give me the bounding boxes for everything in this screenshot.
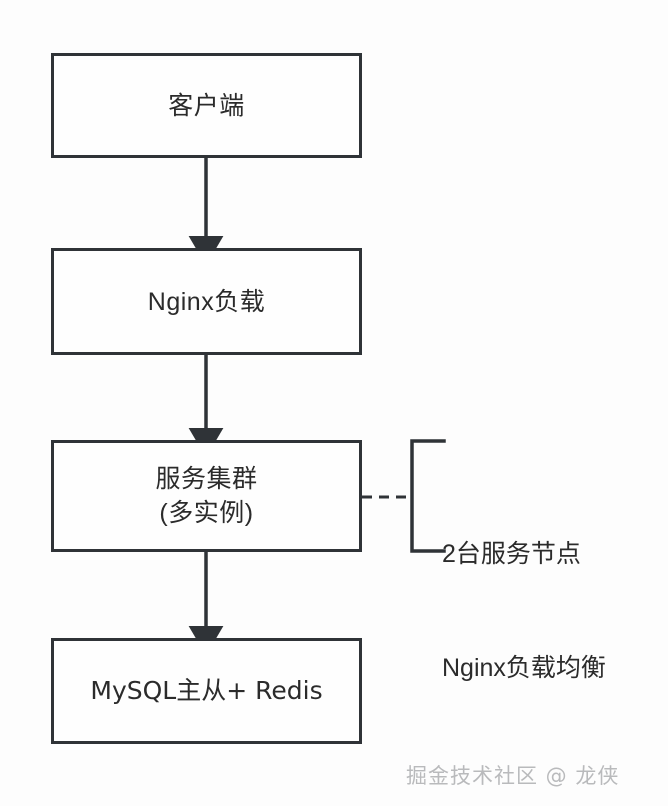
node-nginx-label: Nginx负载 <box>147 287 266 316</box>
node-service-cluster[interactable]: 服务集群 (多实例) <box>51 440 362 552</box>
node-service-cluster-label-line2: (多实例) <box>159 499 254 527</box>
node-database[interactable]: MySQL主从+ Redis <box>51 638 362 744</box>
annotation-line-2: Nginx负载均衡 <box>442 654 606 682</box>
annotation-bracket-icon <box>410 439 446 553</box>
node-client-label: 客户端 <box>168 91 245 120</box>
node-nginx-load-balancer[interactable]: Nginx负载 <box>51 248 362 355</box>
annotation-label: 2台服务节点 Nginx负载均衡 <box>442 459 642 763</box>
node-service-cluster-label-line1: 服务集群 <box>155 465 258 493</box>
watermark-text: 掘金技术社区 @ 龙侠 <box>406 764 620 788</box>
node-client[interactable]: 客户端 <box>51 53 362 158</box>
annotation-line-1: 2台服务节点 <box>442 540 581 568</box>
node-database-label: MySQL主从+ Redis <box>90 676 323 705</box>
